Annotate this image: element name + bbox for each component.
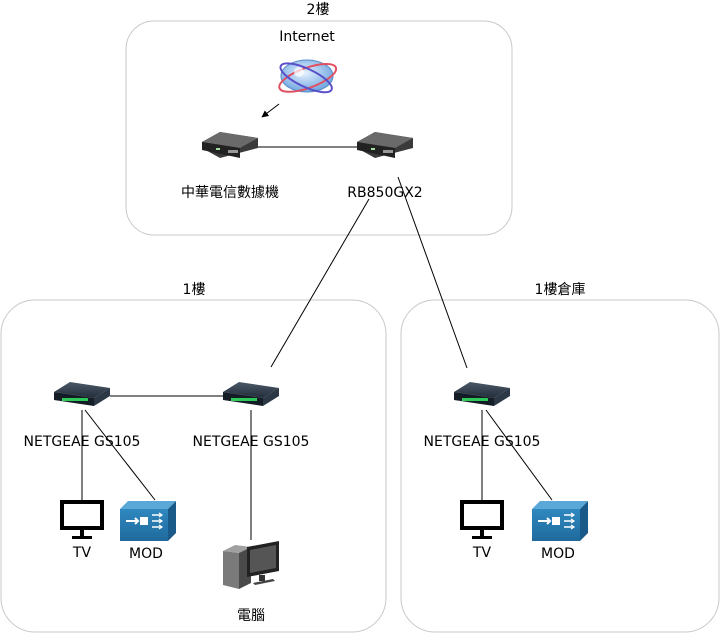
zone-warehouse xyxy=(400,299,720,633)
router-icon xyxy=(357,132,413,158)
internet-label: Internet xyxy=(279,29,335,45)
set-top-box-icon-mod1 xyxy=(120,501,176,541)
monitor-icon-tv1 xyxy=(60,500,104,539)
network-switch-icon-1 xyxy=(54,382,110,406)
monitor-icon-tv2 xyxy=(460,500,504,539)
switch1-label: NETGEAE GS105 xyxy=(24,434,141,450)
link-internet-modem xyxy=(261,103,280,118)
tv1-label: TV xyxy=(72,545,92,561)
link-switch3-mod2 xyxy=(485,409,553,501)
tv2-label: TV xyxy=(472,545,492,561)
zone-floor1 xyxy=(0,299,387,633)
modem-label: 中華電信數據機 xyxy=(181,185,279,201)
mod1-label: MOD xyxy=(129,546,163,562)
connections xyxy=(81,103,553,540)
desktop-computer-icon xyxy=(223,541,279,589)
modem-icon xyxy=(202,132,258,158)
link-router-switch2 xyxy=(270,198,370,368)
router-label: RB850GX2 xyxy=(347,185,422,201)
network-switch-icon-2 xyxy=(223,382,279,406)
internet-globe-icon xyxy=(278,59,338,94)
zone-floor2 xyxy=(125,20,513,236)
zone-label-floor1: 1樓 xyxy=(183,282,206,298)
zone-label-warehouse: 1樓倉庫 xyxy=(535,281,586,298)
pc-label: 電腦 xyxy=(237,608,265,624)
zone-label-floor2: 2樓 xyxy=(307,2,330,18)
set-top-box-icon-mod2 xyxy=(532,501,588,541)
link-switch1-mod1 xyxy=(84,409,156,501)
link-router-switch3 xyxy=(397,176,468,369)
mod2-label: MOD xyxy=(541,546,575,562)
network-switch-icon-3 xyxy=(454,382,510,406)
switch2-label: NETGEAE GS105 xyxy=(193,434,310,450)
switch3-label: NETGEAE GS105 xyxy=(424,434,541,450)
